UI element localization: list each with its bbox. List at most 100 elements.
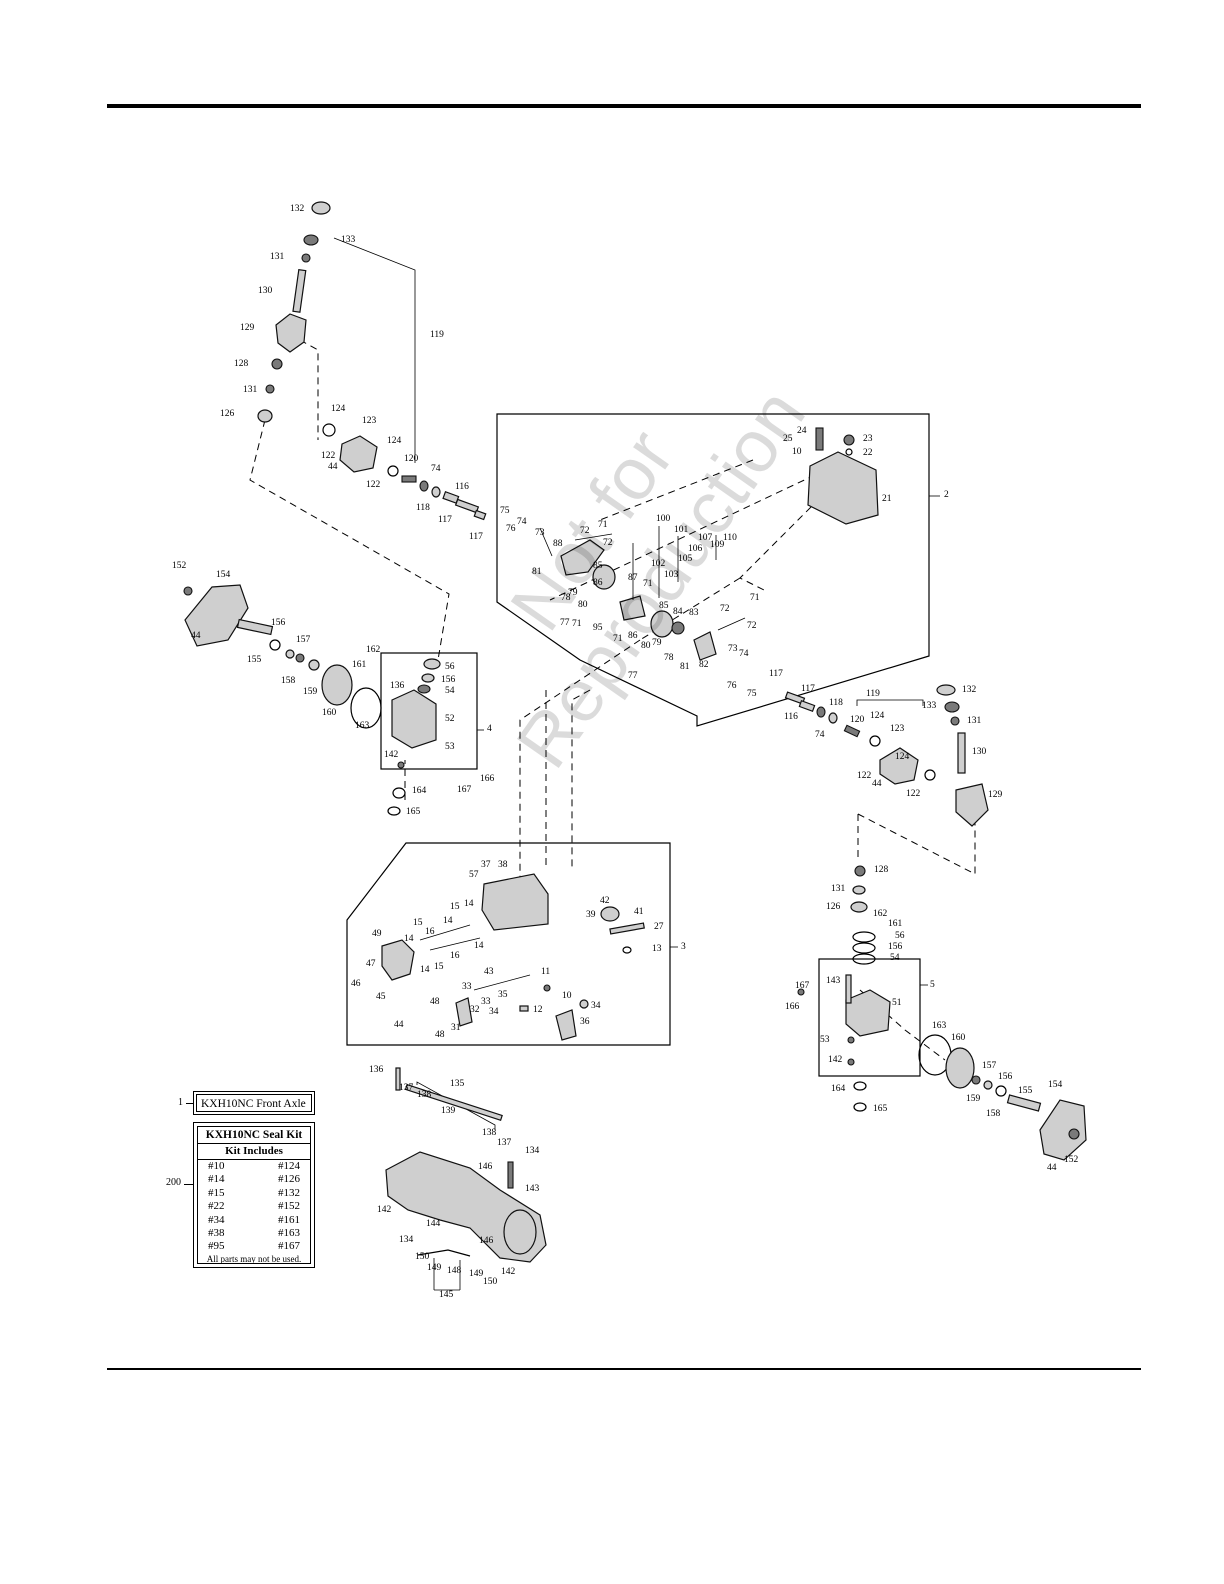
callout-142: 142 (377, 1205, 392, 1215)
callout-152: 152 (1064, 1155, 1079, 1165)
callout-129: 129 (988, 790, 1003, 800)
callout-157: 157 (982, 1061, 997, 1071)
callout-34: 34 (489, 1007, 499, 1017)
kit-callout-leader (184, 1184, 194, 1185)
callout-124: 124 (870, 711, 885, 721)
callout-38: 38 (498, 860, 508, 870)
axle-callout-leader (186, 1103, 194, 1104)
seal-kit-part: #95 (208, 1240, 225, 1253)
callout-74: 74 (431, 464, 441, 474)
seal-kit-row: #10#124 (198, 1160, 310, 1173)
callout-150: 150 (415, 1252, 430, 1262)
callout-73: 73 (728, 644, 738, 654)
callout-122: 122 (366, 480, 381, 490)
callout-122: 122 (857, 771, 872, 781)
callout-84: 84 (673, 607, 683, 617)
callout-142: 142 (828, 1055, 843, 1065)
callout-74: 74 (739, 649, 749, 659)
callout-48: 48 (430, 997, 440, 1007)
callout-86: 86 (593, 578, 603, 588)
callout-75: 75 (500, 506, 510, 516)
callout-129: 129 (240, 323, 255, 333)
callout-36: 36 (580, 1017, 590, 1027)
callout-162: 162 (873, 909, 888, 919)
pump-assembly-box (496, 413, 930, 727)
rh-brake-drum-shape (1039, 1099, 1087, 1161)
callout-109: 109 (710, 540, 725, 550)
callout-118: 118 (416, 503, 430, 513)
callout-54: 54 (445, 686, 455, 696)
seal-kit-part: #132 (278, 1186, 300, 1199)
callout-143: 143 (826, 976, 841, 986)
callout-31: 31 (451, 1023, 461, 1033)
callout-56: 56 (895, 931, 905, 941)
callout-72: 72 (720, 604, 730, 614)
callout-41: 41 (634, 907, 644, 917)
callout-139: 139 (441, 1106, 456, 1116)
seal-kit-items: #10#124 #14#126 #15#132 #22#152 #34#161 … (198, 1160, 310, 1254)
callout-131: 131 (967, 716, 982, 726)
callout-15: 15 (434, 962, 444, 972)
callout-37: 37 (481, 860, 491, 870)
callout-132: 132 (290, 204, 305, 214)
callout-106: 106 (688, 544, 703, 554)
callout-43: 43 (484, 967, 494, 977)
callout-33: 33 (462, 982, 472, 992)
callout-150: 150 (483, 1277, 498, 1287)
callout-81: 81 (532, 567, 542, 577)
callout-71: 71 (750, 593, 760, 603)
callout-71: 71 (598, 520, 608, 530)
callout-44: 44 (328, 462, 338, 472)
callout-74: 74 (815, 730, 825, 740)
callout-137: 137 (497, 1138, 512, 1148)
callout-119: 119 (866, 689, 880, 699)
callout-107: 107 (698, 533, 713, 543)
callout-123: 123 (362, 416, 377, 426)
callout-167: 167 (457, 785, 472, 795)
callout-72: 72 (747, 621, 757, 631)
callout-163: 163 (355, 721, 370, 731)
callout-165: 165 (873, 1104, 888, 1114)
callout-124: 124 (895, 752, 910, 762)
callout-158: 158 (281, 676, 296, 686)
callout-117: 117 (469, 532, 483, 542)
seal-kit-part: #14 (208, 1173, 225, 1186)
callout-124: 124 (331, 404, 346, 414)
callout-83: 83 (689, 608, 699, 618)
callout-105: 105 (678, 554, 693, 564)
callout-133: 133 (341, 235, 356, 245)
callout-131: 131 (270, 252, 285, 262)
kit-callout-number: 200 (166, 1177, 181, 1188)
callout-27: 27 (654, 922, 664, 932)
callout-74: 74 (517, 517, 527, 527)
callout-86: 86 (628, 631, 638, 641)
callout-16: 16 (425, 927, 435, 937)
callout-155: 155 (247, 655, 262, 665)
seal-kit-row: #15#132 (198, 1187, 310, 1200)
callout-15: 15 (413, 918, 423, 928)
callout-142: 142 (501, 1267, 516, 1277)
callout-120: 120 (404, 454, 419, 464)
callout-14: 14 (443, 916, 453, 926)
seal-kit-subtitle: Kit Includes (198, 1144, 310, 1160)
callout-80: 80 (641, 641, 651, 651)
callout-138: 138 (417, 1090, 432, 1100)
callout-25: 25 (783, 434, 793, 444)
callout-117: 117 (769, 669, 783, 679)
callout-124: 124 (387, 436, 402, 446)
seal-kit-note: All parts may not be used. (206, 1254, 302, 1264)
callout-117: 117 (438, 515, 452, 525)
callout-10: 10 (562, 991, 572, 1001)
callout-88: 88 (553, 539, 563, 549)
seal-kit-part: #34 (208, 1213, 225, 1226)
callout-162: 162 (366, 645, 381, 655)
callout-53: 53 (445, 742, 455, 752)
callout-57: 57 (469, 870, 479, 880)
callout-14: 14 (464, 899, 474, 909)
callout-154: 154 (216, 570, 231, 580)
callout-165: 165 (406, 807, 421, 817)
callout-48: 48 (435, 1030, 445, 1040)
callout-5: 5 (930, 980, 935, 990)
